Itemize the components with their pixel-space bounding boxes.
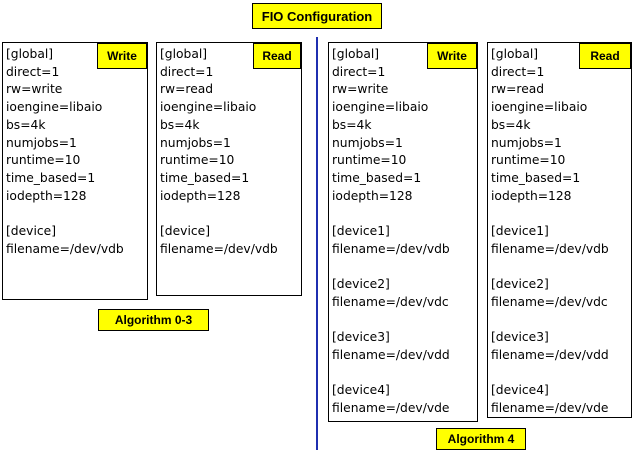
config-text: [global] direct=1 rw=write ioengine=liba… <box>6 47 124 256</box>
diagram-title: FIO Configuration <box>252 3 382 29</box>
mode-badge-read: Read <box>253 43 301 69</box>
group-label-alg4: Algorithm 4 <box>436 428 526 450</box>
divider-line <box>316 37 318 450</box>
config-box-alg0-3-read: [global] direct=1 rw=read ioengine=libai… <box>156 42 302 296</box>
config-box-alg0-3-write: [global] direct=1 rw=write ioengine=liba… <box>2 42 148 300</box>
config-text: [global] direct=1 rw=read ioengine=libai… <box>491 47 609 416</box>
config-text: [global] direct=1 rw=read ioengine=libai… <box>160 47 278 256</box>
config-text: [global] direct=1 rw=write ioengine=liba… <box>332 47 450 416</box>
mode-badge-write: Write <box>427 43 477 69</box>
mode-badge-read: Read <box>579 43 631 69</box>
config-box-alg4-write: [global] direct=1 rw=write ioengine=liba… <box>328 42 478 422</box>
config-box-alg4-read: [global] direct=1 rw=read ioengine=libai… <box>487 42 632 418</box>
mode-badge-write: Write <box>97 43 147 69</box>
group-label-alg0-3: Algorithm 0-3 <box>98 309 209 331</box>
